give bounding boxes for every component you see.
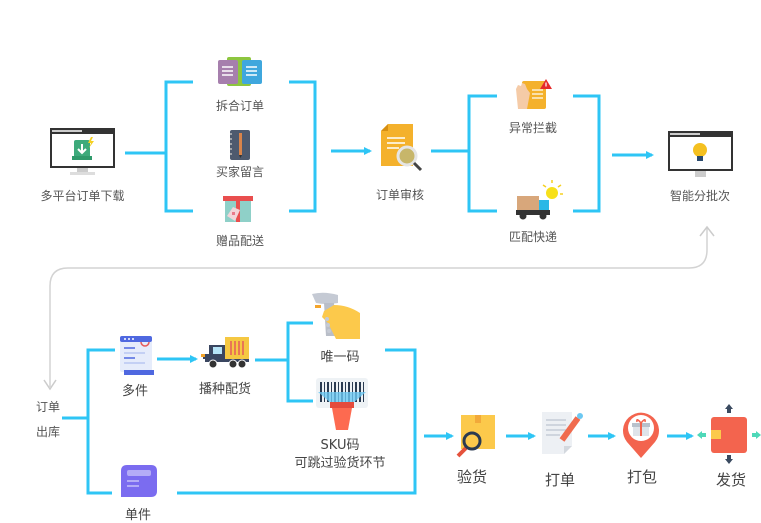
label-gift-delivery: 赠品配送: [215, 234, 264, 248]
gift-pin-icon: [621, 410, 661, 462]
bracket-right-2: [573, 94, 601, 213]
label-match-express: 匹配快递: [508, 230, 557, 244]
bracket-code-right: [177, 348, 417, 495]
barcode-scanner-hand-icon: [312, 291, 362, 345]
label-outbound-line1: 订单: [35, 400, 60, 414]
label-multi-item: 多件: [121, 384, 148, 399]
cargo-truck-icon: [201, 337, 251, 373]
document-search-icon: [381, 124, 426, 176]
label-step-inspect: 验货: [456, 468, 487, 486]
label-sku-code: SKU码: [320, 438, 360, 453]
label-exception-intercept: 异常拦截: [508, 121, 557, 135]
label-merge-split: 拆合订单: [215, 99, 264, 113]
label-order-review: 订单审核: [375, 188, 424, 202]
label-step-pack: 打包: [626, 468, 657, 486]
label-single-item: 单件: [124, 508, 151, 523]
box-inspect-icon: [455, 413, 495, 463]
label-download: 多平台订单下载: [40, 189, 125, 203]
purple-card-icon: [121, 465, 157, 501]
ship-box-icon: [697, 404, 761, 468]
hand-warning-icon: [512, 79, 552, 115]
return-connector: [49, 228, 708, 387]
bracket-outbound: [86, 348, 115, 495]
barcode-scan-icon: [316, 378, 368, 434]
bracket-right-1: [289, 80, 317, 213]
label-step-print: 打单: [544, 471, 575, 489]
bracket-code: [286, 321, 313, 403]
label-sku-skip: 可跳过验货环节: [294, 456, 386, 471]
label-smart-batch: 智能分批次: [669, 189, 730, 203]
print-document-icon: [542, 412, 586, 458]
bracket-left-2: [467, 94, 497, 213]
label-outbound-line2: 出库: [35, 425, 60, 439]
delivery-truck-icon: [515, 180, 565, 226]
monitor-lightbulb-icon: [668, 131, 733, 181]
bracket-left-1: [164, 80, 193, 213]
label-sowing: 播种配货: [198, 382, 251, 397]
label-step-ship: 发货: [715, 471, 746, 489]
gift-tag-icon: [223, 196, 253, 228]
notebook-pencil-icon: [229, 130, 251, 164]
order-list-icon: [119, 336, 155, 380]
merge-documents-icon: [218, 57, 263, 91]
monitor-download-icon: [50, 128, 115, 182]
label-unique-code: 唯一码: [320, 350, 360, 365]
label-buyer-message: 买家留言: [215, 165, 264, 179]
